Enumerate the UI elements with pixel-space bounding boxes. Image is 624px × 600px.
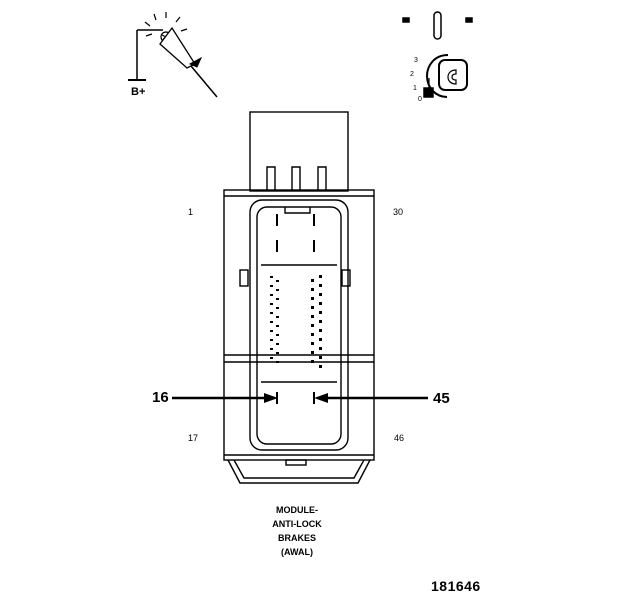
signal-pin-column-right	[311, 275, 322, 368]
caption-line-4: (AWAL)	[281, 547, 313, 557]
callout-label-right: 45	[433, 390, 450, 407]
pin-16-arrow	[172, 393, 278, 403]
component-caption: MODULE- ANTI-LOCK BRAKES (AWAL)	[227, 503, 367, 559]
callout-pin-slots	[276, 392, 315, 404]
power-pin-slots	[276, 214, 315, 252]
pin-label-bottom-left: 17	[188, 433, 199, 443]
key-position-0: 0	[418, 96, 422, 103]
signal-pin-column-left	[270, 276, 279, 363]
caption-line-1: MODULE-	[276, 505, 318, 515]
figure-id: 181646	[431, 578, 481, 594]
pin-label-top-left: 1	[188, 207, 194, 217]
key-position-3: 3	[414, 57, 418, 64]
callout-label-left: 16	[152, 389, 169, 406]
ignition-key-icon	[402, 11, 473, 98]
battery-label: B+	[131, 86, 146, 98]
key-position-1: 1	[413, 85, 417, 92]
connector-body	[223, 111, 375, 484]
pin-45-arrow	[314, 393, 428, 403]
caption-line-2: ANTI-LOCK	[272, 519, 322, 529]
pin-label-top-right: 30	[393, 207, 404, 217]
pin-label-bottom-right: 46	[394, 433, 405, 443]
key-position-2: 2	[410, 71, 414, 78]
battery-lamp-icon	[128, 12, 218, 98]
caption-line-3: BRAKES	[277, 533, 316, 543]
